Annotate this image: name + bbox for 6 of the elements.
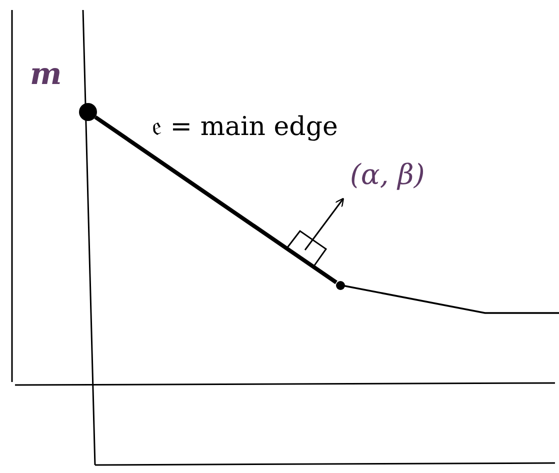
vertex-dot: [336, 280, 344, 290]
edge-line: [344, 284, 559, 314]
vertex-label: m: [30, 57, 62, 92]
vector-label: (α, β): [350, 158, 425, 191]
vertex-dot: [79, 103, 97, 121]
edge-label: 𝔢 = main edge: [150, 112, 340, 142]
